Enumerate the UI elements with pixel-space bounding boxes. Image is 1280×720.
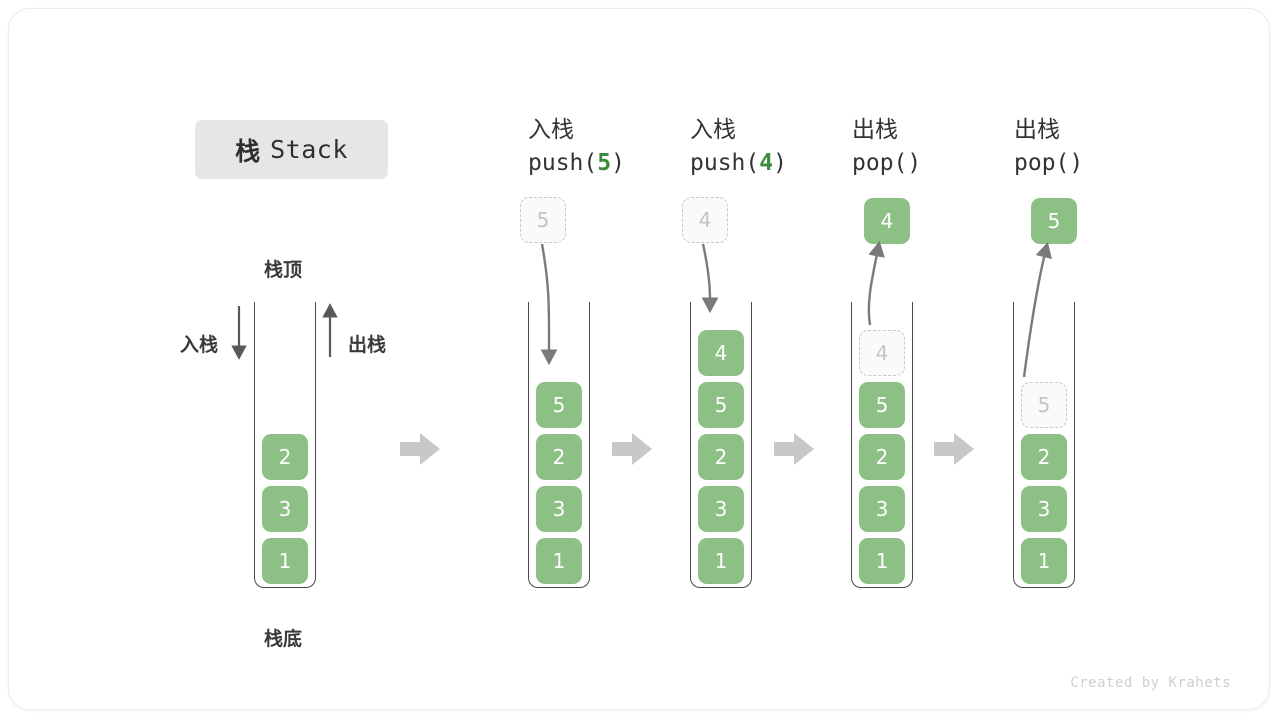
- code-suffix: ): [773, 150, 787, 176]
- floating-popped-box-pop5: 5: [1031, 198, 1077, 244]
- code-argument: 5: [597, 150, 612, 176]
- stack-cell-removed: 4: [859, 330, 905, 376]
- stack-column-pop5: 1 3 2 5: [1013, 302, 1075, 588]
- push4-insert-arrow: [701, 243, 719, 314]
- stack-bottom-label: 栈底: [264, 628, 303, 650]
- column-header-code: push(5): [528, 146, 708, 180]
- column-header-code: pop(): [852, 146, 1032, 180]
- column-header-cn: 入栈: [528, 117, 574, 143]
- pop-label: 出栈: [348, 334, 387, 356]
- code-argument: 4: [759, 150, 774, 176]
- code-suffix: ): [907, 150, 922, 176]
- stack-container-outline: [851, 302, 913, 588]
- column-header-code: push(4): [690, 146, 870, 180]
- step-arrow-4: [934, 433, 974, 465]
- stack-cell-removed: 5: [1021, 382, 1067, 428]
- column-header-code: pop(): [1014, 146, 1194, 180]
- credit-text: Created by Krahets: [1070, 675, 1231, 691]
- diagram-card: 栈 Stack 栈顶 栈底 入栈 出栈 入栈 push(5) 入栈 push(4…: [8, 8, 1270, 710]
- code-prefix: pop(: [852, 150, 908, 176]
- title-cn: 栈: [235, 136, 261, 166]
- column-header-pop4: 出栈 pop(): [852, 115, 1032, 180]
- column-header-cn: 入栈: [690, 117, 736, 143]
- stack-cell: 5: [536, 382, 582, 428]
- stack-cell: 1: [262, 538, 308, 584]
- push-label: 入栈: [180, 334, 219, 356]
- floating-popped-box-pop4: 4: [864, 198, 910, 244]
- stack-cell: 3: [859, 486, 905, 532]
- stack-cells: 1 3 2 5 4: [851, 324, 913, 584]
- stack-cell: 1: [536, 538, 582, 584]
- code-prefix: push(: [690, 150, 760, 176]
- stack-cell: 2: [1021, 434, 1067, 480]
- column-header-push4: 入栈 push(4): [690, 115, 870, 180]
- code-suffix: ): [611, 150, 625, 176]
- step-arrow-1: [400, 433, 440, 465]
- floating-ghost-box-push5: 5: [520, 197, 566, 243]
- stack-container-outline: [690, 302, 752, 588]
- stack-cells: 1 3 2 5 4: [690, 324, 752, 584]
- stack-container-outline: [528, 302, 590, 588]
- code-suffix: ): [1069, 150, 1084, 176]
- stack-column-pop4: 1 3 2 5 4: [851, 302, 913, 588]
- stack-cell: 3: [1021, 486, 1067, 532]
- stack-cell: 2: [536, 434, 582, 480]
- title-badge: 栈 Stack: [195, 120, 388, 179]
- step-arrow-3: [774, 433, 814, 465]
- code-prefix: push(: [528, 150, 598, 176]
- title-en: Stack: [270, 135, 348, 164]
- stack-cell: 1: [1021, 538, 1067, 584]
- floating-ghost-box-push4: 4: [682, 197, 728, 243]
- stack-container-outline: [254, 302, 316, 588]
- stack-cell: 5: [859, 382, 905, 428]
- stack-cell: 4: [698, 330, 744, 376]
- stack-cell: 3: [262, 486, 308, 532]
- column-header-cn: 出栈: [1014, 117, 1060, 143]
- stack-cells: 1 3 2 5: [1013, 376, 1075, 584]
- stack-cells: 1 3 2: [254, 428, 316, 584]
- column-header-cn: 出栈: [852, 117, 898, 143]
- stack-cell: 3: [536, 486, 582, 532]
- stack-container-outline: [1013, 302, 1075, 588]
- stack-cell: 2: [859, 434, 905, 480]
- stack-cells: 1 3 2 5: [528, 376, 590, 584]
- stack-cell: 2: [698, 434, 744, 480]
- stack-cell: 3: [698, 486, 744, 532]
- code-prefix: pop(: [1014, 150, 1070, 176]
- column-header-pop5: 出栈 pop(): [1014, 115, 1194, 180]
- stack-cell: 1: [859, 538, 905, 584]
- stack-cell: 1: [698, 538, 744, 584]
- stack-column-initial: 1 3 2: [254, 302, 316, 588]
- step-arrow-2: [612, 433, 652, 465]
- column-header-push5: 入栈 push(5): [528, 115, 708, 180]
- stack-cell: 2: [262, 434, 308, 480]
- stack-top-label: 栈顶: [264, 259, 303, 281]
- stack-column-push5: 1 3 2 5: [528, 302, 590, 588]
- stack-column-push4: 1 3 2 5 4: [690, 302, 752, 588]
- stack-cell: 5: [698, 382, 744, 428]
